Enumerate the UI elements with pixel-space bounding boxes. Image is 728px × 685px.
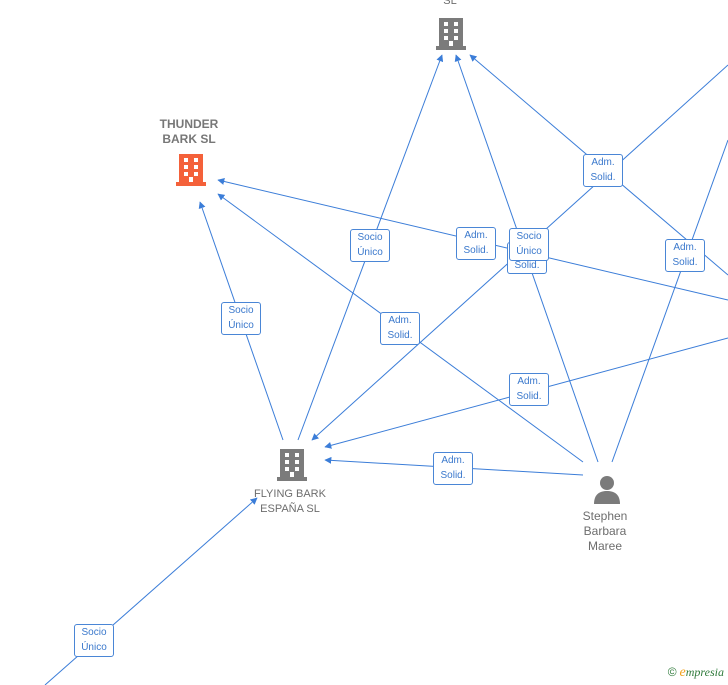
edge-label-line2: Solid. bbox=[440, 470, 466, 481]
edge-label-socio-unico[interactable]: Socio Único bbox=[74, 624, 114, 657]
edge-label-line1: Adm. bbox=[673, 242, 697, 253]
edge-label-line1: Socio bbox=[357, 232, 383, 243]
edge-label-line2: Único bbox=[357, 247, 383, 258]
edge-label-adm-solid[interactable]: Adm. Solid. bbox=[509, 373, 549, 406]
edge-label-line2: Único bbox=[228, 320, 254, 331]
flying-bark-label: FLYING BARK ESPAÑA SL bbox=[240, 487, 340, 517]
edge-label-line1: Socio bbox=[228, 305, 254, 316]
edge-label-line2: Solid. bbox=[516, 391, 542, 402]
top-company-label: SL bbox=[420, 0, 480, 9]
edge-label-line1: Adm. bbox=[591, 157, 615, 168]
edge-label-adm-solid[interactable]: Adm. Solid. bbox=[433, 452, 473, 485]
top-company-name: SL bbox=[443, 0, 457, 7]
thunder-bark-line1: THUNDER bbox=[159, 117, 219, 131]
brand-name: mpresia bbox=[685, 665, 724, 679]
empresia-logo: © empresia bbox=[668, 665, 724, 681]
edge-label-line1: Adm. bbox=[441, 455, 465, 466]
edge-label-line1: Adm. bbox=[464, 230, 488, 241]
edge-label-line2: Solid. bbox=[387, 330, 413, 341]
brand-initial: e bbox=[679, 665, 686, 680]
edge-label-adm-solid[interactable]: Adm. Solid. bbox=[665, 239, 705, 272]
stephen-line2: Barbara bbox=[583, 524, 627, 538]
edge-label-line2: Solid. bbox=[463, 245, 489, 256]
stephen-line1: Stephen bbox=[582, 509, 628, 523]
building-icon[interactable] bbox=[175, 152, 207, 186]
edge-label-line1: Adm. bbox=[517, 376, 541, 387]
building-icon[interactable] bbox=[436, 16, 466, 50]
edge-stephen-to-right bbox=[611, 139, 728, 463]
edge-label-line1: Socio bbox=[81, 627, 107, 638]
edge-label-line2: Solid. bbox=[514, 260, 540, 271]
edge-label-line1: Adm. bbox=[388, 315, 412, 326]
edge-label-adm-solid[interactable]: Adm. Solid. bbox=[583, 154, 623, 187]
building-icon[interactable] bbox=[277, 447, 307, 481]
edge-label-socio-unico[interactable]: Socio Único bbox=[350, 229, 390, 262]
edge-label-line2: Único bbox=[516, 246, 542, 257]
person-icon[interactable] bbox=[592, 474, 622, 504]
flying-bark-line2: ESPAÑA SL bbox=[260, 503, 320, 515]
flying-bark-line1: FLYING BARK bbox=[254, 488, 326, 500]
thunder-bark-line2: BARK SL bbox=[162, 132, 216, 146]
edge-label-line2: Único bbox=[81, 642, 107, 653]
stephen-label: Stephen Barbara Maree bbox=[570, 509, 640, 554]
edge-label-socio-unico[interactable]: Socio Único bbox=[509, 228, 549, 261]
edge-label-socio-unico[interactable]: Socio Único bbox=[221, 302, 261, 335]
edge-label-adm-solid[interactable]: Adm. Solid. bbox=[380, 312, 420, 345]
edge-label-line2: Solid. bbox=[590, 172, 616, 183]
stephen-line3: Maree bbox=[587, 539, 622, 553]
edge-label-line2: Solid. bbox=[672, 257, 698, 268]
edge-label-line1: Socio bbox=[516, 231, 542, 242]
edge-label-adm-solid[interactable]: Adm. Solid. bbox=[456, 227, 496, 260]
copyright-symbol: © bbox=[667, 665, 677, 679]
thunder-bark-label: THUNDER BARK SL bbox=[143, 117, 235, 147]
